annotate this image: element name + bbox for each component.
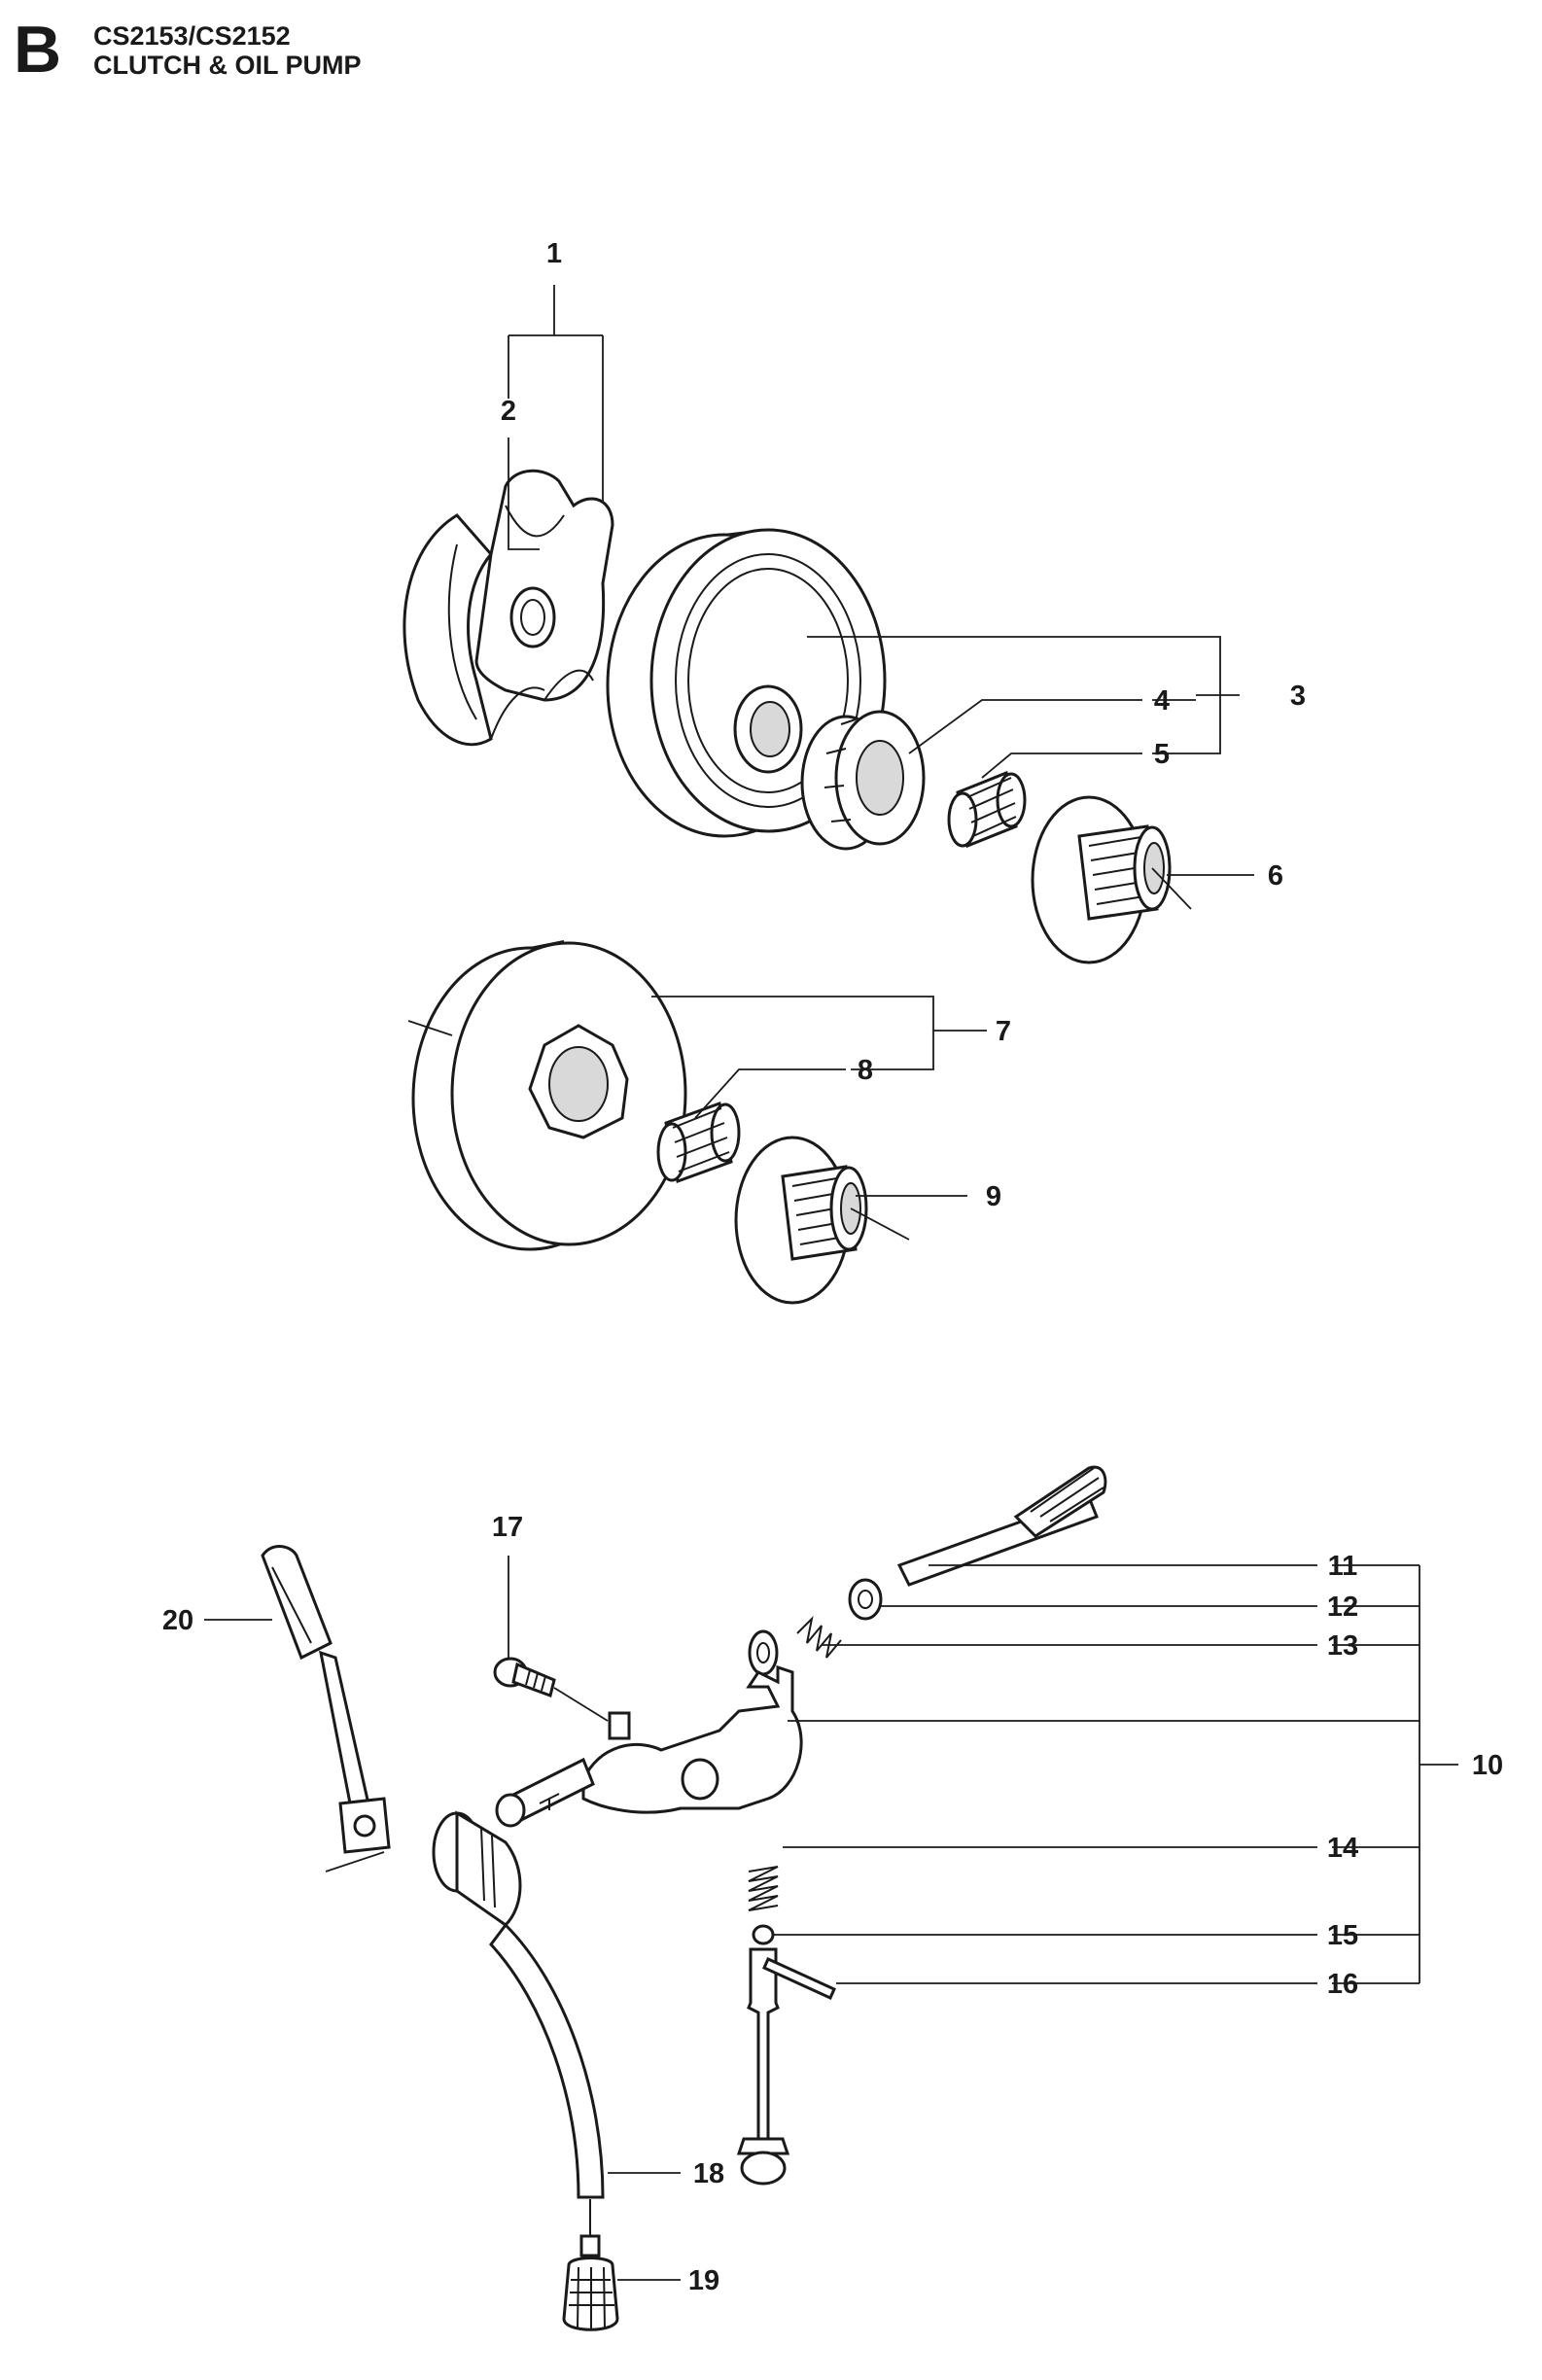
callout-4: 4	[1154, 685, 1170, 717]
page-title: CLUTCH & OIL PUMP	[93, 51, 362, 80]
callout-3: 3	[1290, 681, 1306, 712]
washer-top[interactable]	[1031, 795, 1172, 964]
callout-8: 8	[858, 1055, 873, 1086]
spring-14[interactable]	[748, 1866, 779, 1911]
callout-12: 12	[1327, 1592, 1358, 1623]
callout-17: 17	[492, 1512, 523, 1543]
rim-sprocket[interactable]	[800, 710, 926, 851]
washer-small[interactable]	[748, 1629, 779, 1676]
clutch-drum-spur[interactable]	[411, 940, 687, 1251]
needle-bearing-top[interactable]	[947, 770, 1027, 849]
callout-labels: 1 2 3 4 5 6 7 8 9 10 11 12 13 14 15 16 1…	[162, 238, 1503, 2296]
callout-6: 6	[1268, 860, 1283, 892]
washer-middle[interactable]	[734, 1136, 868, 1305]
callout-14: 14	[1327, 1833, 1358, 1864]
pin-16[interactable]	[762, 1957, 836, 2000]
callout-9: 9	[986, 1181, 1001, 1212]
callout-13: 13	[1327, 1630, 1358, 1662]
spring-pump[interactable]	[796, 1615, 842, 1659]
adjuster-lever-20[interactable]	[261, 1545, 391, 1854]
callout-16: 16	[1327, 1969, 1358, 2000]
callout-10: 10	[1472, 1750, 1503, 1781]
screw-17[interactable]	[493, 1657, 556, 1698]
callout-18: 18	[693, 2158, 724, 2189]
callout-20: 20	[162, 1605, 193, 1636]
oil-hose-18[interactable]	[432, 1810, 605, 2199]
oil-filter-19[interactable]	[562, 2199, 619, 2331]
callout-15: 15	[1327, 1920, 1358, 1951]
washer-pump[interactable]	[848, 1578, 883, 1621]
oil-pump-shaft[interactable]	[896, 1465, 1107, 1587]
oil-pump-housing[interactable]	[495, 1664, 803, 1828]
clutch-shoes[interactable]	[403, 469, 614, 747]
title-block: CS2153/CS2152 CLUTCH & OIL PUMP	[93, 21, 677, 80]
leader-lines	[204, 285, 1458, 2281]
section-letter: B	[14, 13, 62, 87]
callout-7: 7	[996, 1016, 1011, 1047]
pump-plunger-15[interactable]	[736, 1924, 790, 2186]
model-number: CS2153/CS2152	[93, 21, 291, 51]
callout-11: 11	[1328, 1551, 1358, 1582]
callout-19: 19	[688, 2265, 719, 2296]
callout-2: 2	[501, 396, 516, 427]
callout-5: 5	[1154, 739, 1170, 770]
callout-1: 1	[546, 238, 562, 269]
